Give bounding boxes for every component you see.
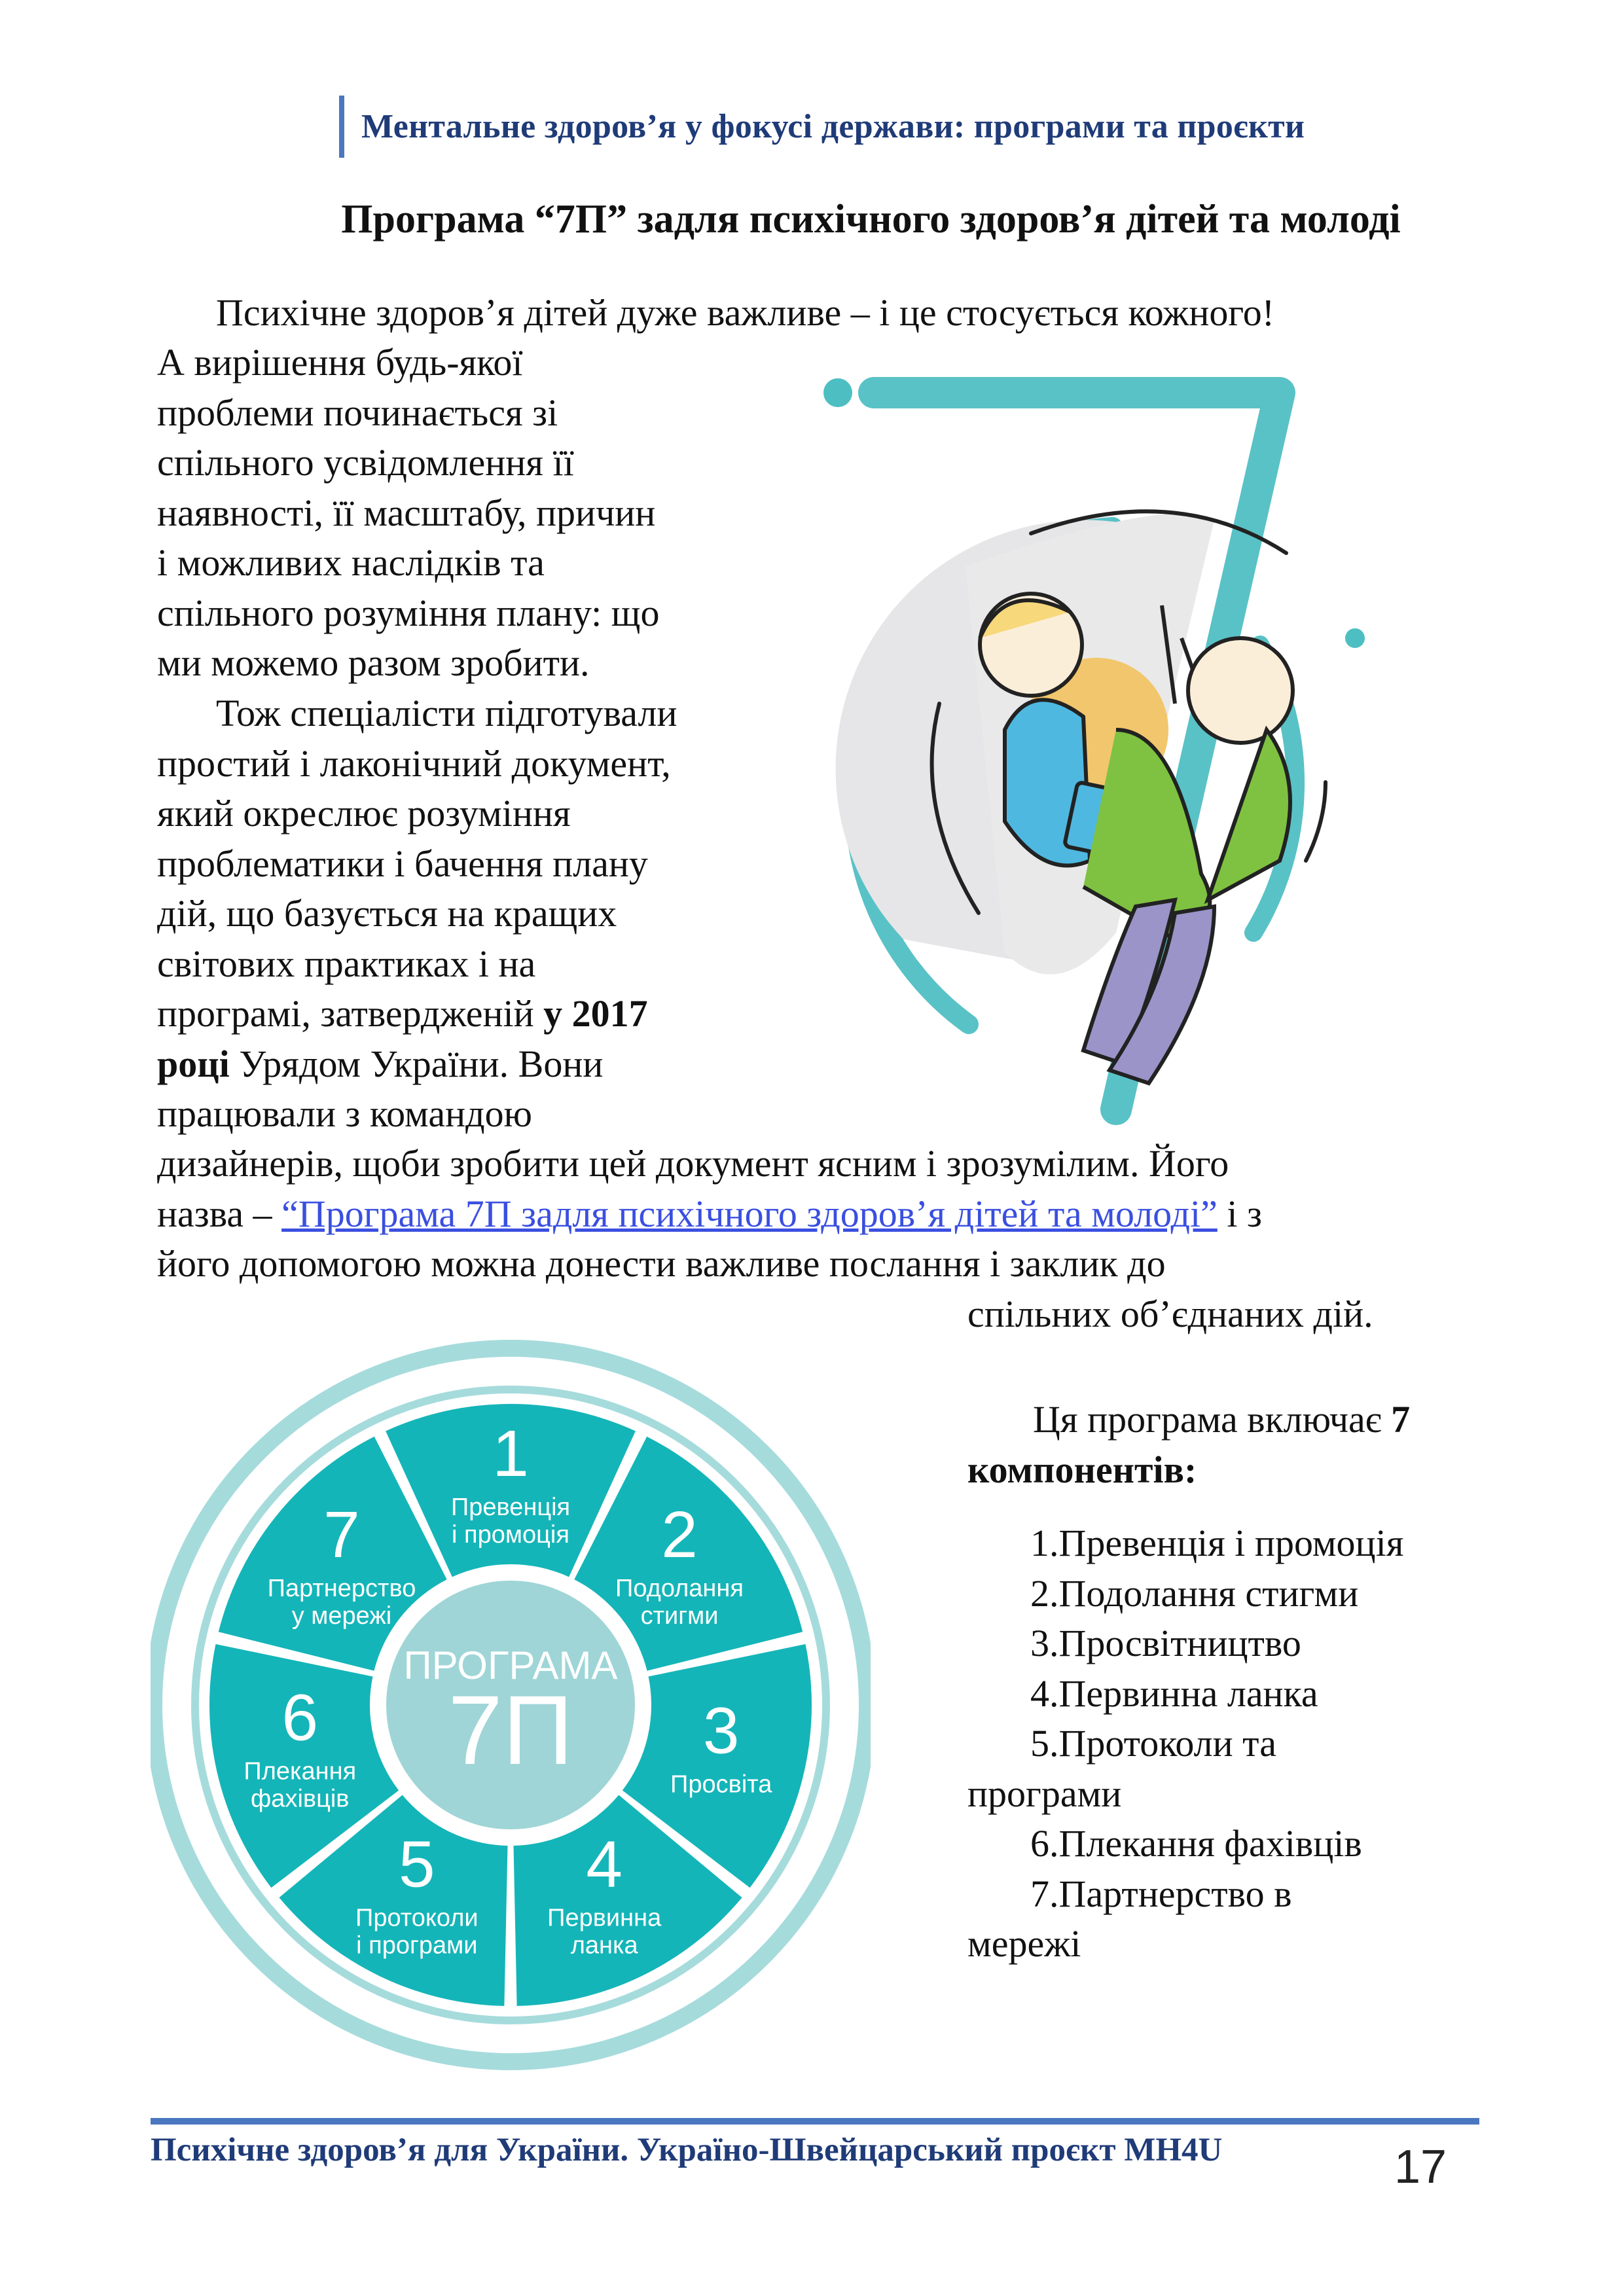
footer-rule xyxy=(151,2118,1479,2125)
col2-line: простий і лаконічний документ, xyxy=(157,742,671,785)
col2-line: Тож спеціалісти підготували xyxy=(216,692,677,734)
wheel-segment-number: 5 xyxy=(399,1827,435,1901)
left-column-paragraph-2: Тож спеціалісти підготували простий і ла… xyxy=(157,689,759,1139)
program-document-link[interactable]: “Програма 7П задля психічного здоров’я д… xyxy=(281,1192,1218,1235)
list-intro: Ця програма включає 7 xyxy=(1033,1398,1411,1441)
wheel-segment-label: Просвіта xyxy=(670,1770,772,1798)
wheel-segment-7 xyxy=(218,1436,447,1671)
wheel-segment-number: 1 xyxy=(492,1417,529,1490)
wheel-segment-number: 2 xyxy=(661,1498,698,1571)
intro-paragraph: Психічне здоров’я дітей дуже важливе – і… xyxy=(216,288,1274,338)
full-line: спільних об’єднаних дій. xyxy=(967,1292,1373,1335)
list-intro-cont: компонентів: xyxy=(967,1448,1197,1491)
col-line: проблеми починається зі xyxy=(157,391,558,434)
list-item: 6.Плекання фахівців xyxy=(1030,1822,1362,1865)
list-item-cont: програми xyxy=(967,1772,1122,1815)
wheel-segment-label: Превенція xyxy=(451,1494,570,1521)
program-7p-illustration xyxy=(823,377,1365,1125)
col2-line: який окреслює розуміння xyxy=(157,792,571,834)
col-line: і можливих наслідків та xyxy=(157,541,545,584)
wheel-segment-5 xyxy=(279,1795,508,2006)
col-line: А вирішення будь-якої xyxy=(157,341,523,384)
running-header-text: Ментальне здоров’я у фокусі держави: про… xyxy=(361,108,1305,145)
wheel-segment-label: і промоція xyxy=(452,1521,569,1549)
wheel-segment-label: Протоколи xyxy=(355,1904,478,1931)
list-item-cont: мережі xyxy=(967,1922,1081,1965)
wheel-segment-label: у мережі xyxy=(292,1602,392,1630)
components-list-block: Ця програма включає 7 компонентів: 1.Пре… xyxy=(967,1395,1410,1969)
col-line: ми можемо разом зробити. xyxy=(157,641,590,684)
wheel-center-top: ПРОГРАМА xyxy=(403,1643,617,1687)
full-line: дизайнерів, щоби зробити цей документ яс… xyxy=(157,1142,1229,1185)
wheel-segment-2 xyxy=(574,1436,803,1671)
wheel-segment-label: Подолання xyxy=(615,1575,744,1602)
full-line: назва – “Програма 7П задля психічного зд… xyxy=(157,1192,1262,1235)
running-header: Ментальне здоров’я у фокусі держави: про… xyxy=(339,96,1305,158)
intro-line: Психічне здоров’я дітей дуже важливе – і… xyxy=(216,291,1275,334)
wheel-segment-label: стигми xyxy=(641,1602,719,1630)
wheel-segment-number: 6 xyxy=(281,1681,318,1754)
list-item: 2.Подолання стигми xyxy=(1030,1571,1359,1615)
components-list: 1.Превенція і промоція 2.Подолання стигм… xyxy=(967,1518,1410,1969)
list-item: 5.Протоколи та xyxy=(1030,1722,1276,1765)
col-line: спільного усвідомлення її xyxy=(157,441,574,484)
full-width-paragraph: дизайнерів, щоби зробити цей документ яс… xyxy=(157,1139,1479,1339)
wheel-segment-1 xyxy=(386,1404,636,1577)
wheel-segment-6 xyxy=(209,1644,399,1888)
wheel-segment-label: Первинна xyxy=(547,1904,662,1931)
list-item: 3.Просвітництво xyxy=(1030,1622,1301,1664)
wheel-segment-label: ланка xyxy=(571,1931,639,1959)
col2-line: проблематики і бачення плану xyxy=(157,842,648,885)
page-number: 17 xyxy=(1394,2141,1447,2193)
wheel-segment-label: Плекання xyxy=(244,1757,356,1785)
wheel-center-bottom: 7П xyxy=(448,1675,573,1785)
col2-line: році Урядом України. Вони xyxy=(157,1042,604,1085)
footer-text: Психічне здоров’я для України. Україно-Ш… xyxy=(151,2132,1223,2168)
col2-line: програмі, затвердженій у 2017 xyxy=(157,992,648,1035)
wheel-segment-number: 7 xyxy=(323,1498,360,1571)
wheel-segment-3 xyxy=(622,1644,812,1888)
col2-line: працювали з командою xyxy=(157,1092,532,1135)
wheel-segment-number: 4 xyxy=(586,1827,623,1901)
col-line: спільного розуміння плану: що xyxy=(157,591,660,634)
wheel-segment-label: фахівців xyxy=(251,1785,349,1812)
col-line: наявності, її масштабу, причин xyxy=(157,491,656,534)
list-item: 1.Превенція і промоція xyxy=(1030,1522,1404,1564)
left-column-paragraph-1: А вирішення будь-якої проблеми починаєть… xyxy=(157,338,759,689)
wheel-segment-number: 3 xyxy=(703,1694,740,1767)
wheel-segment-label: і програми xyxy=(356,1931,477,1959)
wheel-segment-label: Партнерство xyxy=(268,1575,416,1602)
col2-line: дій, що базується на кращих xyxy=(157,892,617,935)
section-title: Програма “7П” задля психічного здоров’я … xyxy=(341,197,1401,242)
full-line: його допомогою можна донести важливе пос… xyxy=(157,1242,1166,1285)
col2-line: світових практиках і на xyxy=(157,942,536,985)
wheel-segment-4 xyxy=(513,1795,742,2006)
list-item: 7.Партнерство в xyxy=(1030,1872,1292,1915)
list-item: 4.Первинна ланка xyxy=(1030,1672,1318,1715)
